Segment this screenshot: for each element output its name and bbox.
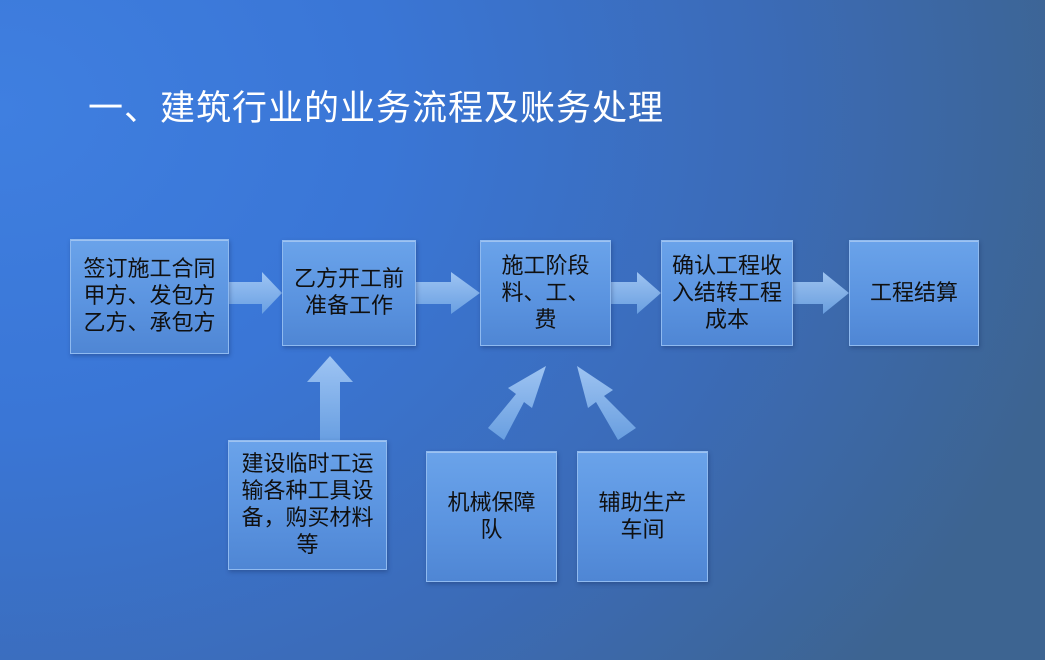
box-sign-contract-label: 签订施工合同甲方、发包方乙方、承包方 <box>83 257 216 336</box>
box-prep-work: 乙方开工前准备工作 <box>282 240 416 346</box>
box-construction-stage: 施工阶段料、工、费 <box>480 240 611 346</box>
box-construction-stage-label: 施工阶段料、工、费 <box>501 253 590 333</box>
arrow-revenue-to-settlement <box>793 272 849 314</box>
arrow-temporary-to-prep <box>307 356 353 440</box>
box-temporary-works: 建设临时工运输各种工具设备，购买材料等 <box>228 440 387 570</box>
box-confirm-revenue: 确认工程收入结转工程成本 <box>661 240 793 346</box>
arrow-auxiliary-to-construction <box>577 366 636 440</box>
arrow-prep-to-construction <box>416 272 480 314</box>
arrow-machinery-to-construction <box>488 366 546 440</box>
arrow-construction-to-revenue <box>611 272 661 314</box>
box-prep-work-label: 乙方开工前准备工作 <box>293 267 404 319</box>
box-confirm-revenue-label: 确认工程收入结转工程成本 <box>672 253 783 333</box>
box-auxiliary-workshop-label: 辅助生产车间 <box>598 490 687 543</box>
box-auxiliary-workshop: 辅助生产车间 <box>577 451 708 582</box>
arrow-sign-to-prep <box>229 272 282 314</box>
box-machinery-team: 机械保障队 <box>426 451 557 582</box>
box-project-settlement-label: 工程结算 <box>869 280 958 306</box>
box-temporary-works-label: 建设临时工运输各种工具设备，购买材料等 <box>241 452 374 558</box>
box-machinery-team-label: 机械保障队 <box>447 490 536 543</box>
box-project-settlement: 工程结算 <box>849 240 979 346</box>
slide-title: 一、建筑行业的业务流程及账务处理 <box>88 89 665 129</box>
box-sign-contract: 签订施工合同甲方、发包方乙方、承包方 <box>70 239 229 354</box>
